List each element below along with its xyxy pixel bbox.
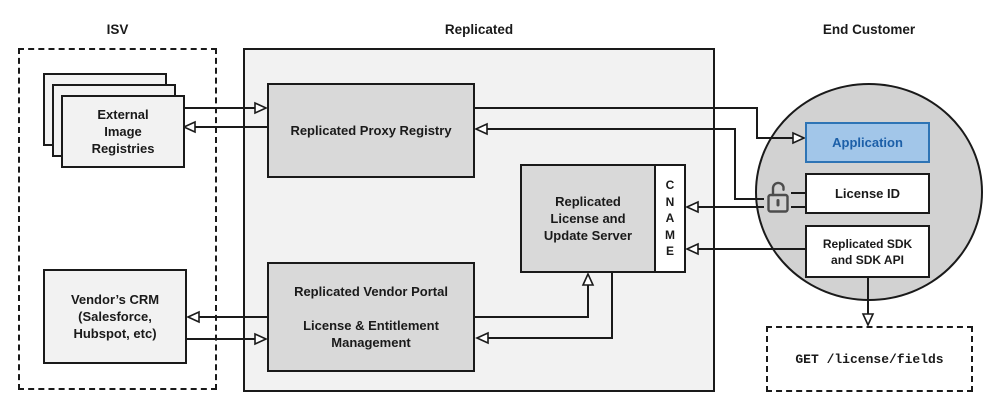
api-endpoint-box: GET /license/fields [766,326,973,392]
arrowhead-into-endpoint [861,313,875,327]
license-update-server-node: Replicated License and Update Server C N… [520,164,686,273]
replicated-sdk-node: Replicated SDK and SDK API [805,225,930,278]
vendors-crm-node: Vendor’s CRM (Salesforce, Hubspot, etc) [43,269,187,364]
license-update-server-label: Replicated License and Update Server [543,194,633,243]
cname-label: C N A M E [665,178,675,259]
unlocked-padlock-icon [764,181,791,218]
application-label: Application [832,135,903,150]
section-title-isv: ISV [106,22,129,37]
vendor-portal-title: Replicated Vendor Portal [294,284,448,299]
external-image-registries-label: External Image Registries [91,107,155,156]
external-image-registries-node: External Image Registries [61,95,185,168]
api-endpoint-label: GET /license/fields [795,351,944,367]
vendor-portal-subtitle: License & Entitlement Management [303,318,439,350]
application-node: Application [805,122,930,163]
license-id-node: License ID [805,173,930,214]
vendor-portal-node: Replicated Vendor Portal License & Entit… [267,262,475,372]
proxy-registry-label: Replicated Proxy Registry [290,123,452,138]
section-title-replicated: Replicated [444,22,514,37]
vendors-crm-label: Vendor’s CRM (Salesforce, Hubspot, etc) [70,292,160,341]
section-title-end-customer: End Customer [822,22,916,37]
replicated-sdk-label: Replicated SDK and SDK API [822,236,913,267]
cname-strip: C N A M E [654,166,684,271]
license-id-label: License ID [834,186,901,201]
proxy-registry-node: Replicated Proxy Registry [267,83,475,178]
